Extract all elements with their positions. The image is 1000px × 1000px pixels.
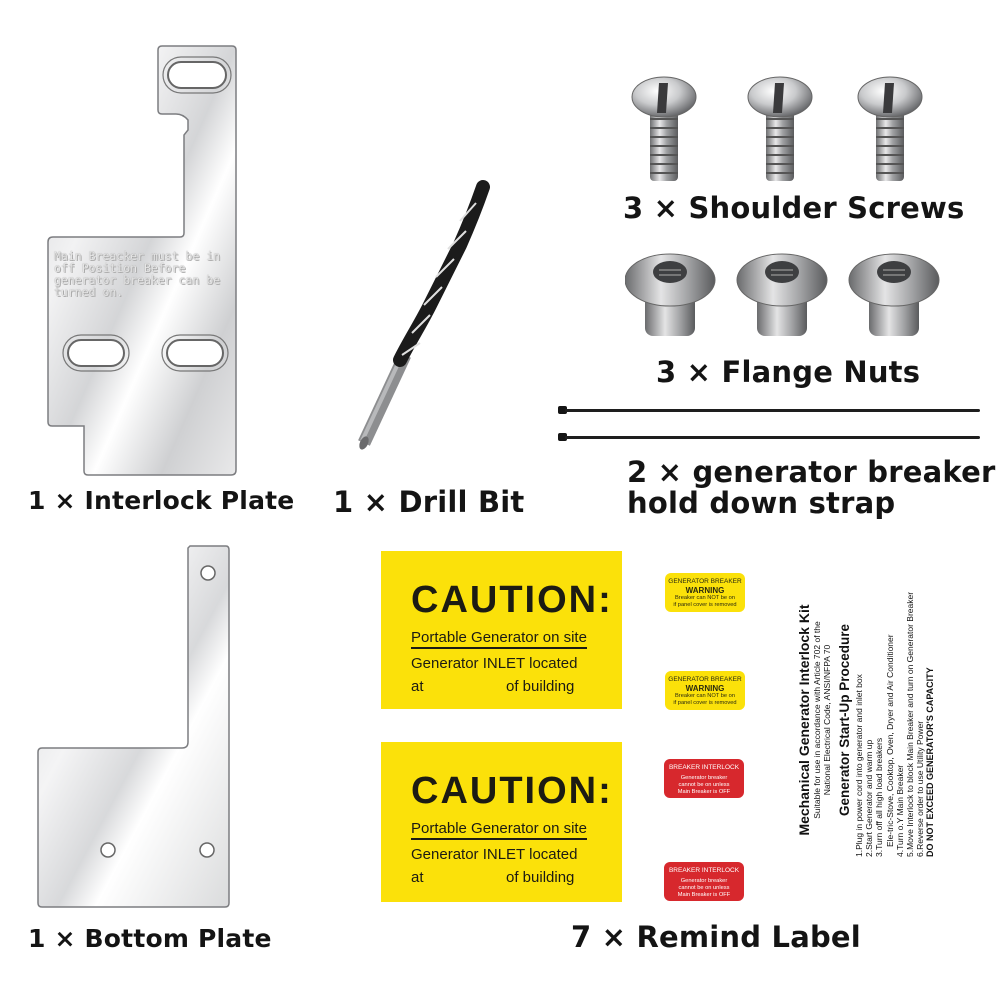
procedure-label: Mechanical Generator Interlock Kit Suita… bbox=[790, 575, 970, 865]
hold-down-strap-icon bbox=[565, 409, 980, 412]
procedure-step: Ele-tric-Stove, Cooktop, Oven, Dryer and… bbox=[884, 634, 895, 847]
procedure-step: 2.Start Generator and warm up bbox=[864, 739, 875, 857]
procedure-heading: Generator Start-Up Procedure bbox=[837, 623, 852, 817]
interlock-plate: Main Breacker must be in off Position Be… bbox=[0, 0, 260, 480]
bottom-plate-caption: 1 × Bottom Plate bbox=[28, 924, 272, 953]
procedure-title: Mechanical Generator Interlock Kit bbox=[796, 604, 812, 836]
interlock-header: BREAKER INTERLOCK bbox=[668, 867, 740, 874]
engraving-line: turned on. bbox=[54, 285, 124, 299]
warning-label: GENERATOR BREAKER WARNING Breaker can NO… bbox=[665, 573, 745, 612]
procedure-step: 5.Move Interlock to block Main Breaker a… bbox=[905, 591, 916, 857]
caution-title: CAUTION: bbox=[411, 770, 613, 812]
caution-line2: Generator INLET located bbox=[411, 655, 578, 672]
engraving-line: Main Breacker must be in bbox=[54, 249, 221, 263]
procedure-subtitle: National Electrical Code, ANSI/NFPA 70 bbox=[822, 644, 832, 796]
interlock-body: Generator breaker bbox=[680, 878, 728, 884]
warning-label: GENERATOR BREAKER WARNING Breaker can NO… bbox=[665, 671, 745, 710]
interlock-plate-shape bbox=[47, 45, 237, 476]
interlock-body: cannot be on unless bbox=[678, 885, 730, 891]
warning-title: WARNING bbox=[685, 586, 725, 595]
flange-nut-icon bbox=[624, 253, 940, 336]
bottom-plate bbox=[37, 545, 230, 908]
flange-nuts-caption: 3 × Flange Nuts bbox=[656, 355, 921, 389]
caution-line1: Portable Generator on site bbox=[411, 820, 587, 840]
warning-body: if panel cover is removed bbox=[673, 602, 737, 608]
shoulder-screws-group bbox=[620, 75, 940, 185]
drill-bit-caption: 1 × Drill Bit bbox=[333, 485, 525, 519]
strap-head-icon bbox=[558, 406, 567, 414]
strap-caption-line2: hold down strap bbox=[627, 486, 896, 520]
warning-header: GENERATOR BREAKER bbox=[668, 578, 742, 585]
procedure-step: 1.Plug in power cord into generator and … bbox=[854, 674, 864, 857]
interlock-label: BREAKER INTERLOCK Generator breaker cann… bbox=[664, 862, 744, 901]
procedure-step: 6.Reverse order to use Utility Power bbox=[915, 720, 926, 857]
warning-header: GENERATOR BREAKER bbox=[668, 676, 742, 683]
engraving-line: off Position Before bbox=[54, 261, 186, 275]
interlock-label: BREAKER INTERLOCK Generator breaker cann… bbox=[664, 759, 744, 798]
caution-line2: Generator INLET located bbox=[411, 846, 578, 863]
drill-bit-icon bbox=[358, 180, 490, 450]
shoulder-screw-icon bbox=[631, 76, 923, 181]
shoulder-screws-caption: 3 × Shoulder Screws bbox=[623, 191, 965, 225]
procedure-step: 4.Turn o.Y Main Breaker bbox=[894, 764, 905, 857]
flange-nuts-group bbox=[624, 250, 945, 340]
hold-down-strap-icon bbox=[565, 436, 980, 439]
interlock-header: BREAKER INTERLOCK bbox=[668, 764, 740, 771]
warning-body: Breaker can NOT be on bbox=[675, 595, 735, 601]
procedure-warning: DO NOT EXCEED GENERATOR'S CAPACITY bbox=[925, 667, 936, 857]
caution-line3-building: of building bbox=[506, 869, 575, 886]
caution-title: CAUTION: bbox=[411, 579, 613, 621]
interlock-body: cannot be on unless bbox=[678, 782, 730, 788]
strap-head-icon bbox=[558, 433, 567, 441]
engraving-line: generator breaker can be bbox=[54, 273, 221, 287]
procedure-steps: 1.Plug in power cord into generator and … bbox=[854, 575, 925, 865]
warning-title: WARNING bbox=[685, 684, 725, 693]
caution-line3-at: at bbox=[411, 869, 424, 886]
interlock-body: Main Breaker is OFF bbox=[677, 789, 731, 795]
hold-down-strap-caption: 2 × generator breaker hold down strap bbox=[627, 457, 995, 519]
caution-label: CAUTION: Portable Generator on site Gene… bbox=[381, 742, 622, 902]
caution-line3-building: of building bbox=[506, 678, 575, 695]
caution-line1: Portable Generator on site bbox=[411, 629, 587, 649]
procedure-subtitle: Suitable for use in accordance with Arti… bbox=[812, 621, 822, 819]
plate-engraving: Main Breacker must be in off Position Be… bbox=[54, 250, 220, 298]
strap-caption-line1: 2 × generator breaker bbox=[627, 455, 996, 489]
procedure-step: 3.Turn off all high load breakers bbox=[874, 737, 885, 857]
interlock-body: Generator breaker bbox=[680, 775, 728, 781]
interlock-plate-caption: 1 × Interlock Plate bbox=[28, 486, 295, 515]
interlock-body: Main Breaker is OFF bbox=[677, 892, 731, 898]
caution-label: CAUTION: Portable Generator on site Gene… bbox=[381, 551, 622, 709]
caution-line3-at: at bbox=[411, 678, 424, 695]
remind-label-caption: 7 × Remind Label bbox=[571, 920, 861, 954]
warning-body: if panel cover is removed bbox=[673, 700, 737, 706]
warning-body: Breaker can NOT be on bbox=[675, 693, 735, 699]
